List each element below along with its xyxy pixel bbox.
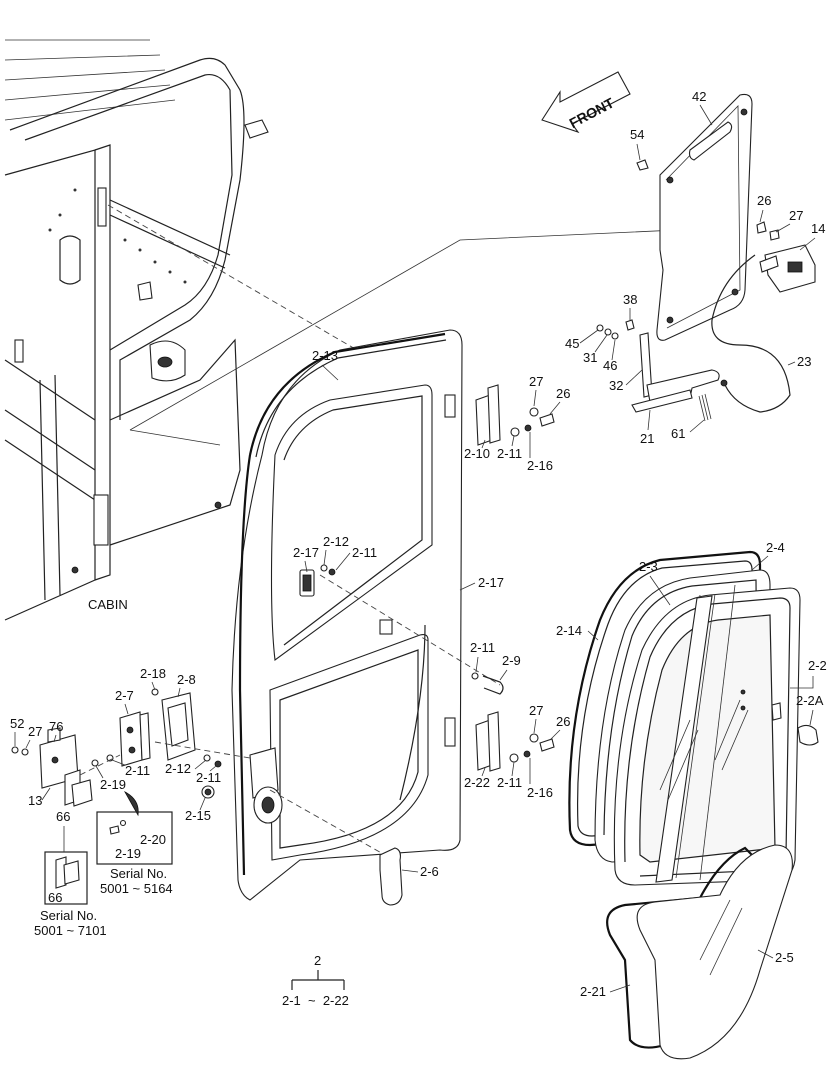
callout-2-2: 2-2 — [808, 658, 827, 673]
callout-labels: 42 54 26 27 14 38 45 31 46 32 23 21 61 2… — [10, 89, 827, 999]
serial-2-caption: Serial No. — [40, 908, 97, 923]
assembly-tree: 2 2-1 ~ 2-22 — [282, 953, 349, 1008]
callout-14: 14 — [811, 221, 825, 236]
lower-hinge — [475, 711, 555, 772]
serial-1-part-b: 2-19 — [115, 846, 141, 861]
callout-31: 31 — [583, 350, 597, 365]
callout-2-16b: 2-16 — [527, 785, 553, 800]
callout-66: 66 — [56, 809, 70, 824]
callout-26c: 26 — [556, 714, 570, 729]
latch-14 — [711, 221, 816, 413]
cabin-frame: CABIN — [4, 39, 721, 621]
callout-2-5: 2-5 — [775, 950, 794, 965]
assembly-number: 2 — [314, 953, 321, 968]
callout-2-22: 2-22 — [464, 775, 490, 790]
callout-61: 61 — [671, 426, 685, 441]
callout-26b: 26 — [556, 386, 570, 401]
callout-2-1: 2-17 — [478, 575, 504, 590]
serial-1-part-a: 2-20 — [140, 832, 166, 847]
callout-2-9: 2-9 — [502, 653, 521, 668]
callout-54: 54 — [630, 127, 644, 142]
upper-hinge — [475, 384, 555, 446]
callout-2-2A: 2-2A — [796, 693, 824, 708]
serial-2-range: 5001 ~ 7101 — [34, 923, 107, 938]
cabin-label: CABIN — [88, 597, 128, 612]
serial-2-part: 66 — [48, 890, 62, 905]
callout-42: 42 — [692, 89, 706, 104]
callout-32: 32 — [609, 378, 623, 393]
glass-assembly — [568, 550, 819, 886]
callout-2-4: 2-4 — [766, 540, 785, 555]
callout-2-17: 2-17 — [293, 545, 319, 560]
callout-2-8: 2-8 — [177, 672, 196, 687]
callout-2-6: 2-6 — [420, 864, 439, 879]
callout-2-11a: 2-11 — [497, 446, 522, 461]
callout-27d: 27 — [529, 703, 543, 718]
callout-2-12a: 2-12 — [323, 534, 349, 549]
callout-2-7: 2-7 — [115, 688, 134, 703]
callout-2-3: 2-3 — [639, 559, 658, 574]
handle-2-6 — [379, 847, 403, 906]
callout-2-15: 2-15 — [185, 808, 211, 823]
callout-2-11e: 2-11 — [196, 770, 221, 785]
callout-2-11c: 2-11 — [470, 640, 495, 655]
callout-13: 13 — [28, 793, 42, 808]
callout-46: 46 — [603, 358, 617, 373]
serial-1-caption: Serial No. — [110, 866, 167, 881]
assembly-range: 2-1 ~ 2-22 — [282, 993, 349, 1008]
callout-27c: 27 — [28, 724, 42, 739]
callout-2-11d: 2-11 — [497, 775, 522, 790]
callout-27a: 27 — [789, 208, 803, 223]
lower-glass — [606, 844, 793, 1060]
callout-52: 52 — [10, 716, 24, 731]
serial-box-2: 66 Serial No. 5001 ~ 7101 — [34, 851, 107, 938]
callout-2-10: 2-10 — [464, 446, 490, 461]
callout-2-18: 2-18 — [140, 666, 166, 681]
callout-2-21: 2-21 — [580, 984, 606, 999]
callout-27b: 27 — [529, 374, 543, 389]
callout-76: 76 — [49, 719, 63, 734]
panel-42 — [636, 93, 753, 341]
callout-21: 21 — [640, 431, 654, 446]
serial-box-1: 2-20 2-19 Serial No. 5001 ~ 5164 — [96, 791, 173, 896]
callout-2-11f: 2-11 — [125, 763, 150, 778]
u-pin-2-9 — [471, 672, 504, 695]
callout-2-14: 2-14 — [556, 623, 582, 638]
callout-38: 38 — [623, 292, 637, 307]
callout-2-11b: 2-11 — [352, 545, 377, 560]
callout-2-13: 2-13 — [312, 348, 338, 363]
front-arrow: FRONT — [541, 71, 631, 134]
door-2-1: 2-13 2-17 — [231, 329, 504, 901]
rod-assembly — [596, 319, 720, 422]
callout-2-16a: 2-16 — [527, 458, 553, 473]
serial-1-range: 5001 ~ 5164 — [100, 881, 173, 896]
callout-2-19: 2-19 — [100, 777, 126, 792]
callout-26a: 26 — [757, 193, 771, 208]
callout-45: 45 — [565, 336, 579, 351]
callout-2-12b: 2-12 — [165, 761, 191, 776]
callout-23: 23 — [797, 354, 811, 369]
lock-parts — [11, 688, 251, 807]
